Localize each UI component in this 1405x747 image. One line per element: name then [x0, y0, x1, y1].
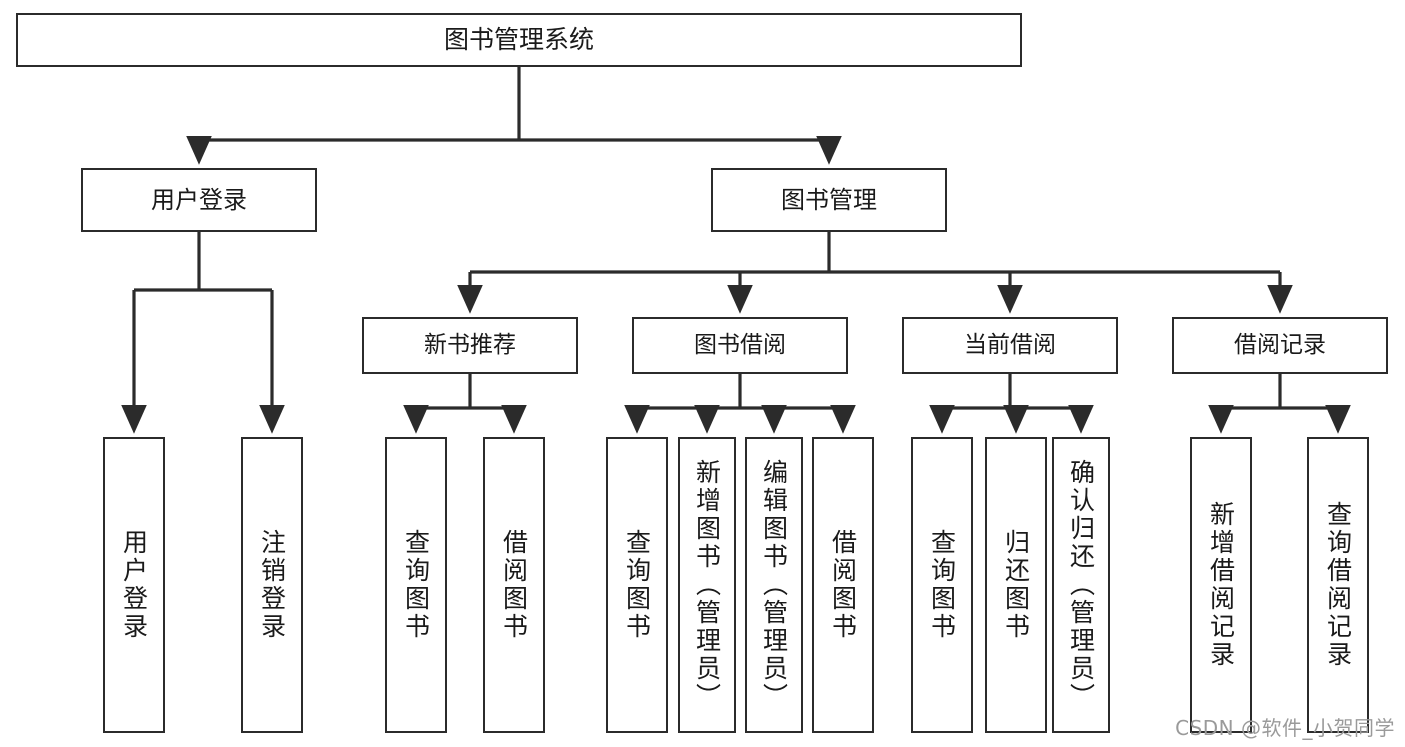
node-book-borrow[interactable]: 图书借阅	[632, 317, 848, 374]
node-leaf-add-record[interactable]: 新增借阅记录	[1190, 437, 1252, 733]
node-leaf-query-book-1[interactable]: 查询图书	[385, 437, 447, 733]
node-leaf-user-login-label: 用户登录	[119, 529, 149, 641]
node-current-borrow-label: 当前借阅	[964, 331, 1056, 358]
node-root[interactable]: 图书管理系统	[16, 13, 1022, 67]
node-new-book-rec[interactable]: 新书推荐	[362, 317, 578, 374]
node-leaf-query-record-label: 查询借阅记录	[1323, 501, 1353, 669]
node-root-label: 图书管理系统	[443, 25, 594, 55]
node-borrow-record[interactable]: 借阅记录	[1172, 317, 1388, 374]
node-leaf-edit-book-label: 编辑图书（管理员）	[759, 459, 789, 711]
node-leaf-query-book-3-label: 查询图书	[927, 529, 957, 641]
csdn-watermark: CSDN @软件_小贺同学	[1175, 716, 1395, 740]
node-leaf-add-book-label: 新增图书（管理员）	[692, 459, 722, 711]
node-leaf-logout-label: 注销登录	[257, 529, 287, 641]
node-leaf-confirm-return[interactable]: 确认归还（管理员）	[1052, 437, 1110, 733]
node-new-book-rec-label: 新书推荐	[424, 331, 516, 358]
node-leaf-user-login[interactable]: 用户登录	[103, 437, 165, 733]
node-leaf-borrow-book-1[interactable]: 借阅图书	[483, 437, 545, 733]
node-leaf-return-book[interactable]: 归还图书	[985, 437, 1047, 733]
node-leaf-borrow-book-2-label: 借阅图书	[828, 529, 858, 641]
node-leaf-edit-book[interactable]: 编辑图书（管理员）	[745, 437, 803, 733]
node-borrow-record-label: 借阅记录	[1234, 331, 1326, 358]
node-leaf-borrow-book-1-label: 借阅图书	[499, 529, 529, 641]
node-leaf-add-book[interactable]: 新增图书（管理员）	[678, 437, 736, 733]
node-user-login[interactable]: 用户登录	[81, 168, 317, 232]
node-leaf-add-record-label: 新增借阅记录	[1206, 501, 1236, 669]
node-leaf-borrow-book-2[interactable]: 借阅图书	[812, 437, 874, 733]
node-leaf-query-book-2[interactable]: 查询图书	[606, 437, 668, 733]
node-leaf-return-book-label: 归还图书	[1001, 529, 1031, 641]
node-book-manage-label: 图书管理	[781, 185, 877, 214]
node-book-manage[interactable]: 图书管理	[711, 168, 947, 232]
node-leaf-confirm-return-label: 确认归还（管理员）	[1066, 459, 1096, 711]
node-book-borrow-label: 图书借阅	[694, 331, 786, 358]
node-leaf-query-book-3[interactable]: 查询图书	[911, 437, 973, 733]
node-leaf-query-book-1-label: 查询图书	[401, 529, 431, 641]
node-leaf-query-record[interactable]: 查询借阅记录	[1307, 437, 1369, 733]
node-leaf-logout[interactable]: 注销登录	[241, 437, 303, 733]
node-user-login-label: 用户登录	[151, 185, 247, 214]
node-current-borrow[interactable]: 当前借阅	[902, 317, 1118, 374]
node-leaf-query-book-2-label: 查询图书	[622, 529, 652, 641]
